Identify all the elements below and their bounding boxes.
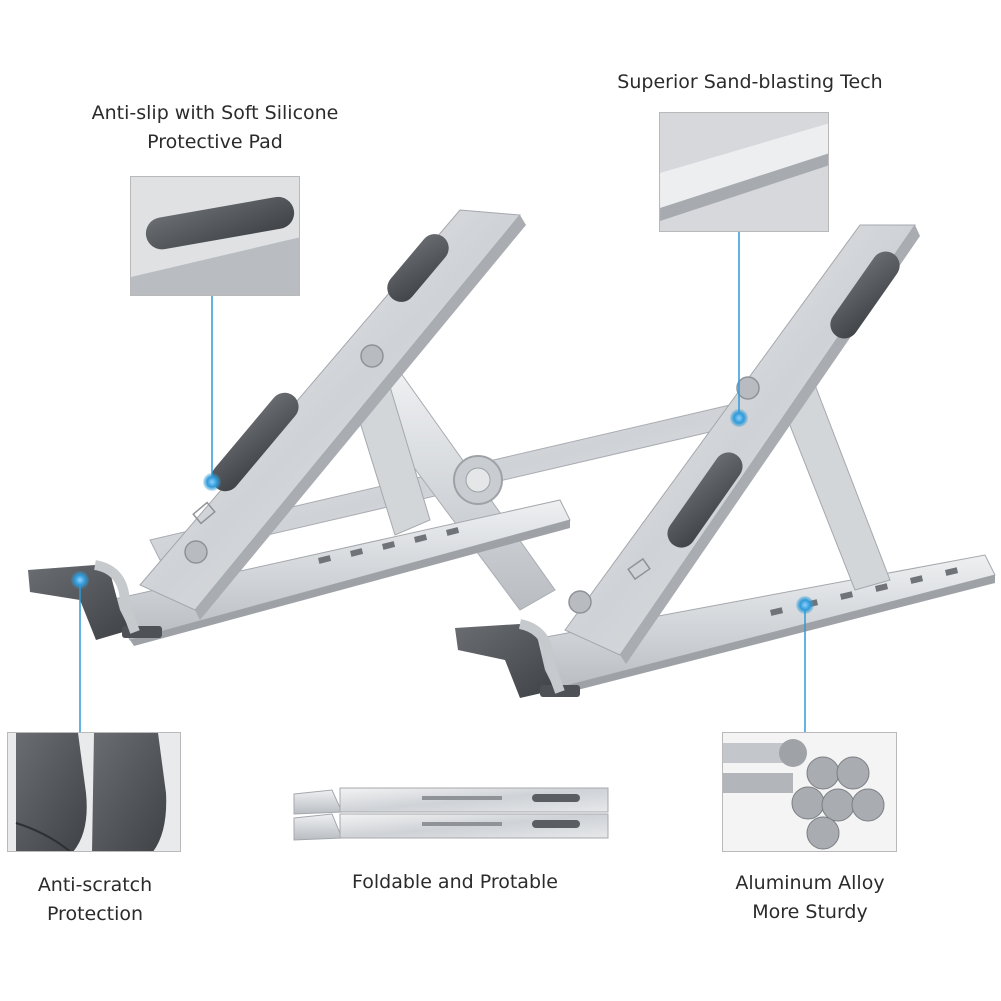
callout-aluminum-closeup [722,732,897,852]
pointer-dot-anti-slip [203,473,221,491]
label-aluminum: Aluminum Alloy More Sturdy [700,869,920,927]
label-foldable: Foldable and Protable [310,868,600,897]
label-foldable-line1: Foldable and Protable [352,871,558,893]
folded-stand-image [292,782,612,844]
label-sand-blasting-line1: Superior Sand-blasting Tech [617,71,883,93]
label-anti-scratch-line1: Anti-scratch [37,874,153,896]
pointer-dot-anti-scratch [71,571,89,589]
left-stand [28,209,571,646]
label-anti-slip: Anti-slip with Soft Silicone Protective … [60,99,370,157]
label-anti-scratch: Anti-scratch Protection [10,871,180,929]
callout-anti-scratch-closeup [7,732,181,852]
callout-pointers [71,232,814,732]
label-aluminum-line2: More Sturdy [752,901,868,923]
cross-brace [149,371,771,611]
label-anti-scratch-line2: Protection [46,903,144,925]
callout-sand-blasting-closeup [659,112,829,232]
label-anti-slip-line2: Protective Pad [147,131,283,153]
label-aluminum-line1: Aluminum Alloy [735,872,885,894]
pointer-dot-aluminum [796,596,814,614]
right-stand [455,224,996,698]
pointer-dot-sand-blasting [730,409,748,427]
label-sand-blasting: Superior Sand-blasting Tech [600,68,900,97]
callout-anti-slip-closeup [130,176,300,296]
label-anti-slip-line1: Anti-slip with Soft Silicone [91,102,339,124]
